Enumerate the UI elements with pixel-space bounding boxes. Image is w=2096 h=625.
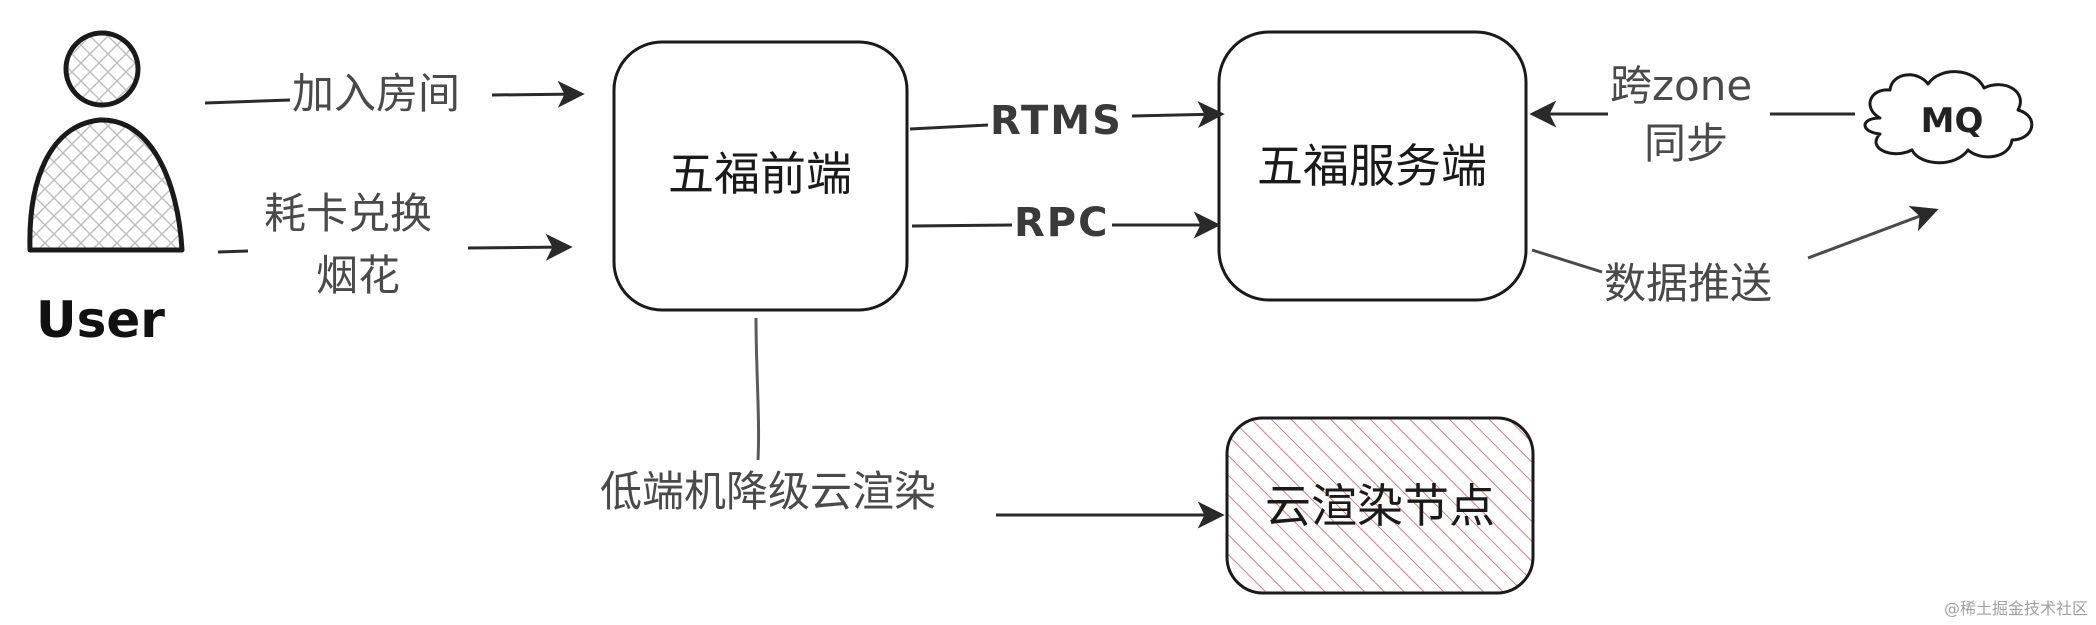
watermark: @稀土掘金技术社区 xyxy=(1944,599,2088,618)
node-frontend-label: 五福前端 xyxy=(668,147,852,201)
edge-data-push: 数据推送 xyxy=(1531,205,1939,308)
edge-cross-zone-label-1: 跨zone xyxy=(1610,61,1752,110)
node-cloud-render-label: 云渲染节点 xyxy=(1265,479,1495,533)
edge-join-room-label: 加入房间 xyxy=(292,69,460,118)
node-server-label: 五福服务端 xyxy=(1257,139,1487,193)
edge-exchange-label-2: 烟花 xyxy=(316,251,400,300)
node-frontend: 五福前端 xyxy=(612,40,909,312)
edge-data-push-label: 数据推送 xyxy=(1604,259,1772,308)
edge-exchange-label-1: 耗卡兑换 xyxy=(264,189,432,238)
node-mq: MQ xyxy=(1863,70,2034,165)
user-actor: User xyxy=(27,30,185,349)
edge-rpc-label: RPC xyxy=(1014,200,1109,246)
node-cloud-render: 云渲染节点 xyxy=(1225,416,1535,595)
user-body xyxy=(27,117,185,253)
node-mq-label: MQ xyxy=(1921,101,1984,141)
edge-join-room: 加入房间 xyxy=(204,69,585,118)
edge-exchange-fireworks: 耗卡兑换 烟花 xyxy=(217,189,573,300)
edge-rpc: RPC xyxy=(911,200,1221,246)
edge-rtms: RTMS xyxy=(909,98,1225,144)
edge-cross-zone-label-2: 同步 xyxy=(1644,119,1728,168)
user-head xyxy=(63,30,141,108)
edge-downgrade-cloud-render: 低端机降级云渲染 xyxy=(600,317,1225,529)
user-label: User xyxy=(36,291,165,349)
node-server: 五福服务端 xyxy=(1217,30,1528,302)
edge-downgrade-label: 低端机降级云渲染 xyxy=(600,467,936,516)
edge-cross-zone-sync: 跨zone 同步 xyxy=(1529,61,1855,168)
edge-rtms-label: RTMS xyxy=(990,98,1123,144)
